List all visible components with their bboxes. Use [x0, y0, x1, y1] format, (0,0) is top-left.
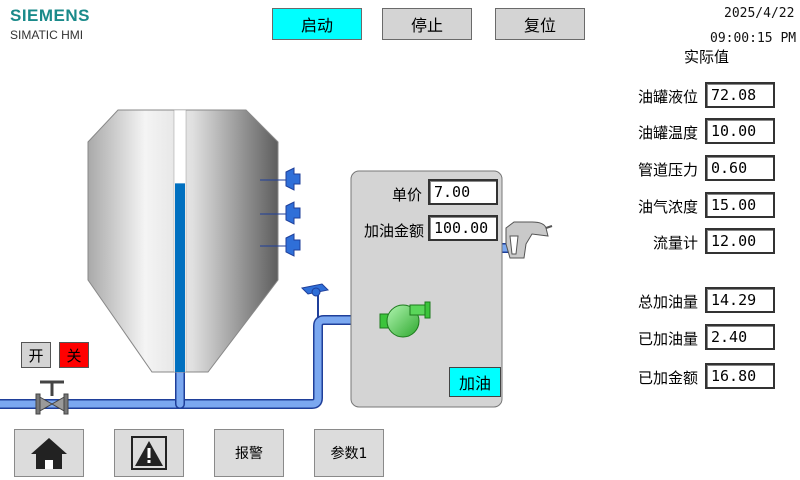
tank-level-value: 72.08 [705, 82, 775, 108]
vapor-concentration-label: 油气浓度 [637, 198, 698, 216]
alarm-button[interactable]: 报警 [214, 429, 284, 477]
flow-meter-label: 流量计 [652, 234, 698, 252]
tank-sensors [260, 167, 301, 257]
actual-values-title: 实际值 [684, 48, 730, 66]
brand-logo: SIEMENS [10, 6, 91, 25]
dispensed-fuel-label: 已加油量 [637, 330, 698, 348]
brand-product: SIMATIC HMI [10, 28, 84, 42]
fuel-amount-field[interactable]: 100.00 [428, 215, 498, 241]
dispensed-fuel-value: 2.40 [705, 324, 775, 350]
tank-level-bar [175, 183, 185, 372]
time-display: 09:00:15 PM [710, 31, 797, 46]
pipe-pressure-label: 管道压力 [637, 161, 698, 179]
pipe-pressure-value: 0.60 [705, 155, 775, 181]
total-fuel-value: 14.29 [705, 287, 775, 313]
unit-price-label: 单价 [391, 186, 422, 204]
oil-tank [87, 109, 279, 373]
valve-open-button[interactable]: 开 [21, 342, 51, 368]
tank-level-label: 油罐液位 [637, 88, 698, 106]
tank-temperature-value: 10.00 [705, 118, 775, 144]
warning-icon [131, 436, 167, 470]
home-button[interactable] [14, 429, 84, 477]
flow-meter-value: 12.00 [705, 228, 775, 254]
unit-price-field[interactable]: 7.00 [428, 179, 498, 205]
tank-temperature-label: 油罐温度 [637, 124, 698, 142]
home-icon [31, 438, 67, 469]
dispensed-amount-label: 已加金额 [637, 369, 698, 387]
parameter-1-button[interactable]: 参数1 [314, 429, 384, 477]
valve-close-button[interactable]: 关 [59, 342, 89, 368]
stop-button[interactable]: 停止 [382, 8, 472, 40]
total-fuel-label: 总加油量 [637, 293, 698, 311]
hand-valve-icon [35, 380, 69, 415]
date-display: 2025/4/22 [724, 6, 795, 21]
reset-button[interactable]: 复位 [495, 8, 585, 40]
vapor-concentration-value: 15.00 [705, 192, 775, 218]
start-button[interactable]: 启动 [272, 8, 362, 40]
fuel-amount-label: 加油金额 [363, 222, 424, 240]
fuel-nozzle-icon [505, 221, 553, 259]
alarm-view-button[interactable] [114, 429, 184, 477]
pump-icon [379, 301, 431, 338]
refuel-button[interactable]: 加油 [449, 367, 501, 397]
dispensed-amount-value: 16.80 [705, 363, 775, 389]
pressure-sensor-icon [300, 283, 330, 318]
